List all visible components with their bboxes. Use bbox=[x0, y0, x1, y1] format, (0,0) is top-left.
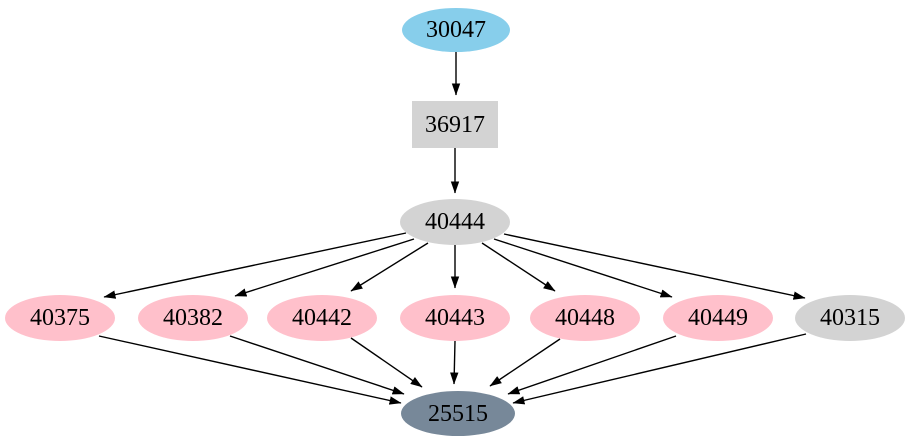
edge-40448-25515 bbox=[489, 338, 561, 387]
node-25515: 25515 bbox=[401, 391, 515, 436]
node-36917: 36917 bbox=[412, 101, 498, 148]
node-40315: 40315 bbox=[795, 295, 905, 341]
edge-40444-40448 bbox=[481, 242, 556, 292]
edge-40444-40382 bbox=[234, 238, 415, 297]
edge-40444-40315 bbox=[503, 233, 806, 300]
node-40382: 40382 bbox=[138, 295, 248, 341]
node-40442: 40442 bbox=[267, 295, 377, 341]
edge-40382-25515 bbox=[229, 335, 405, 395]
node-40375: 40375 bbox=[5, 295, 115, 341]
edge-40375-25515 bbox=[98, 335, 402, 405]
edge-40449-25515 bbox=[507, 335, 677, 395]
node-30047: 30047 bbox=[402, 8, 510, 52]
node-40444: 40444 bbox=[400, 199, 510, 245]
edge-40444-40449 bbox=[493, 238, 673, 298]
edge-40444-40442 bbox=[350, 242, 429, 292]
node-40443: 40443 bbox=[400, 295, 510, 341]
edge-40444-40375 bbox=[103, 232, 407, 299]
edge-40443-25515 bbox=[450, 340, 459, 385]
edge-40315-25515 bbox=[512, 333, 807, 405]
node-40448: 40448 bbox=[530, 295, 640, 341]
edge-40442-25515 bbox=[350, 337, 423, 388]
node-40449: 40449 bbox=[663, 295, 773, 341]
